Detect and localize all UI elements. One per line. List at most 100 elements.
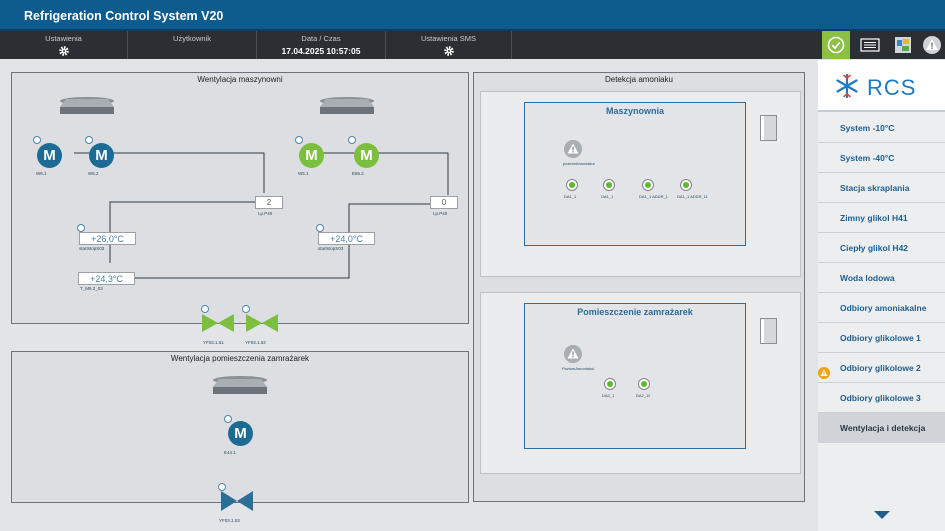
settings-label: Ustawienia (45, 34, 82, 43)
warning-icon (923, 36, 941, 54)
warning-icon (818, 367, 830, 379)
status-indicator (201, 305, 209, 313)
detector-box-title: Pomieszczenie zamrażarek (577, 307, 693, 317)
temperature-left[interactable]: +26,0°C (79, 232, 136, 245)
sms-settings-label: Ustawienia SMS (420, 34, 477, 43)
motor-tag: E65.2 (352, 171, 364, 176)
fan-icon (60, 97, 114, 114)
motor-tag: W6.1 (36, 171, 47, 176)
temperature-right[interactable]: +24,0°C (318, 232, 375, 245)
status-indicator (316, 224, 324, 232)
alarm-tag: PoziomAmoniakul (562, 366, 595, 371)
temperature-tag: T_M6.2_03 (80, 286, 103, 291)
door-icon[interactable] (760, 115, 777, 141)
gas-sensor[interactable] (638, 378, 650, 390)
sidebar-item-cieply-glikol[interactable]: Ciepły glikol H42 (818, 233, 945, 263)
detector-box-title: Maszynownia (605, 106, 664, 116)
process-button[interactable] (889, 31, 917, 59)
sidebar-item-woda-lodowa[interactable]: Woda lodowa (818, 263, 945, 293)
sidebar-item-stacja-skraplania[interactable]: Stacja skraplania (818, 173, 945, 203)
piping-lines (60, 97, 449, 279)
settings-cell[interactable]: Ustawienia (0, 31, 128, 59)
counter-tag: Lp.P40 (433, 211, 448, 216)
user-cell[interactable]: Użytkownik (128, 31, 257, 59)
gas-sensor[interactable] (566, 179, 578, 191)
gear-icon[interactable] (443, 45, 455, 57)
gas-sensor[interactable] (603, 179, 615, 191)
motor-w5-1[interactable]: M (299, 143, 324, 168)
sensor-tag: DA2_1 (602, 393, 615, 398)
logo-text: RCS (867, 75, 917, 100)
gas-sensor[interactable] (642, 179, 654, 191)
temperature-tag: startstopS03 (318, 246, 344, 251)
process-icon (895, 37, 911, 53)
status-indicator (348, 136, 356, 144)
chevron-down-icon (873, 511, 890, 519)
ack-button[interactable] (822, 31, 850, 59)
counter-right[interactable]: 0 (430, 196, 458, 209)
motor-w6-1[interactable]: M (37, 143, 62, 168)
status-indicator (33, 136, 41, 144)
freezer-room-ventilation-panel: Wentylacja pomieszczenia zamrażarek M E4… (11, 351, 469, 503)
datetime-cell: Data / Czas 17.04.2025 10:57:05 (257, 31, 386, 59)
user-label: Użytkownik (173, 34, 211, 43)
motor-e44-1[interactable]: M (228, 421, 253, 446)
temperature-bottom[interactable]: +24,3°C (78, 272, 135, 285)
sidebar-item-odbiory-glikolowe-2[interactable]: Odbiory glikolowe 2 (818, 353, 945, 383)
counter-tag: Lp.P40 (258, 211, 273, 216)
warning-icon[interactable] (564, 345, 582, 363)
gas-sensor[interactable] (680, 179, 692, 191)
sms-settings-cell[interactable]: Ustawienia SMS (386, 31, 512, 59)
status-indicator (224, 415, 232, 423)
status-indicator (242, 305, 250, 313)
sensor-tag: DA2_11 (636, 393, 651, 398)
alarm-list-button[interactable] (856, 31, 884, 59)
machine-room-detector-box: Maszynownia poziomAmoniakul DA1_1 DA1_1 … (524, 102, 746, 246)
sidebar-item-odbiory-glikolowe-3[interactable]: Odbiory glikolowe 3 (818, 383, 945, 413)
valve-tag: YF03.1.53 (219, 518, 240, 523)
status-indicator (295, 136, 303, 144)
title-bar: Refrigeration Control System V20 (0, 0, 945, 31)
check-circle-icon (827, 36, 845, 54)
gas-sensor[interactable] (604, 378, 616, 390)
ammonia-detection-panel: Detekcja amoniaku Maszynownia poziomAmon… (473, 72, 805, 502)
sensor-tag: DA1_1 ADDR_11 (677, 194, 708, 199)
header-bar: Ustawienia Użytkownik Data / Czas 17.04.… (0, 31, 945, 59)
alarm-button[interactable] (918, 31, 945, 59)
freezer-room-detector-box: Pomieszczenie zamrażarek PoziomAmoniakul… (524, 303, 746, 449)
motor-w6-2[interactable]: M (89, 143, 114, 168)
fan-icon (320, 97, 374, 114)
valve-icon[interactable] (246, 314, 278, 332)
valve-icon[interactable] (202, 314, 234, 332)
sidebar-item-wentylacja-i-detekcja[interactable]: Wentylacja i detekcja (818, 413, 945, 443)
list-icon (860, 38, 880, 52)
motor-tag: W6.2 (88, 171, 99, 176)
valve-icon[interactable] (221, 491, 253, 511)
datetime-value: 17.04.2025 10:57:05 (281, 46, 361, 56)
temperature-tag: startstopS03 (79, 246, 105, 251)
motor-tag: E44.1 (224, 450, 236, 455)
status-indicator (77, 224, 85, 232)
scroll-down-button[interactable] (818, 499, 945, 531)
valve-tag: YF03.1.52 (245, 340, 266, 345)
status-indicator (85, 136, 93, 144)
snowflake-icon (836, 73, 858, 99)
counter-left[interactable]: 2 (255, 196, 283, 209)
sensor-tag: DA1_1 ADDR_1 (639, 194, 668, 199)
sidebar-item-system-40[interactable]: System -40°C (818, 143, 945, 173)
panel-title: Detekcja amoniaku (604, 75, 674, 84)
sidebar-item-odbiory-glikolowe-1[interactable]: Odbiory glikolowe 1 (818, 323, 945, 353)
sidebar-item-odbiory-amoniakalne[interactable]: Odbiory amoniakalne (818, 293, 945, 323)
app-title: Refrigeration Control System V20 (24, 9, 224, 23)
motor-e65-2[interactable]: M (354, 143, 379, 168)
door-icon[interactable] (760, 318, 777, 344)
sidebar-item-zimny-glikol[interactable]: Zimny glikol H41 (818, 203, 945, 233)
warning-icon[interactable] (564, 140, 582, 158)
status-indicator (218, 483, 226, 491)
sidebar-item-system-10[interactable]: System -10°C (818, 113, 945, 143)
machine-room-ventilation-panel: Wentylacja maszynowni M W6.1 M W6.2 M W5… (11, 72, 469, 324)
gear-icon[interactable] (58, 45, 70, 57)
sensor-tag: DA1_1 (601, 194, 614, 199)
sensor-tag: DA1_1 (564, 194, 577, 199)
freezer-room-detection: Pomieszczenie zamrażarek PoziomAmoniakul… (480, 292, 801, 474)
